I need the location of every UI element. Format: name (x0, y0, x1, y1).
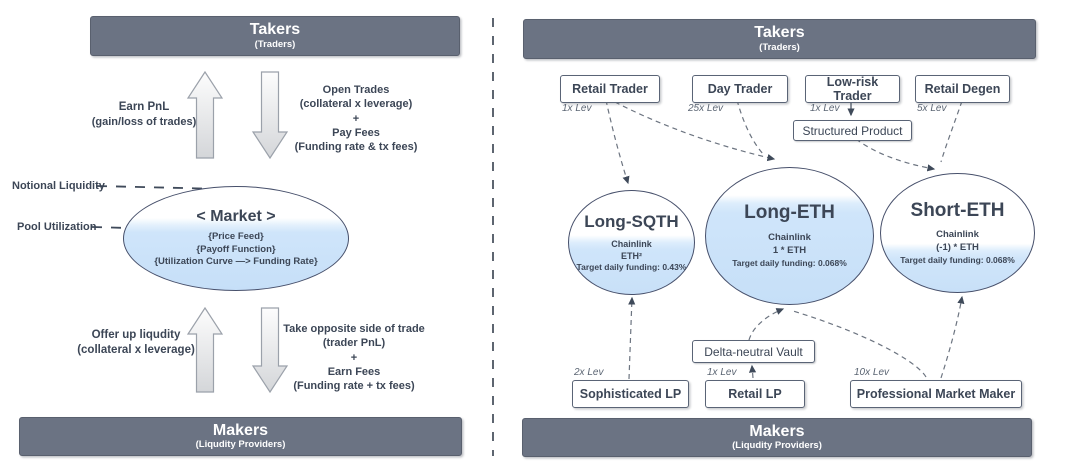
node-structured-product: Structured Product (793, 120, 912, 141)
edge-retail-degen-shorteth (940, 100, 963, 163)
long-sqth-payoff: ETH² (621, 250, 642, 261)
right-takers-bar: Takers (Traders) (523, 19, 1036, 59)
market-circle-long-sqth: Long-SQTH Chainlink ETH² Target daily fu… (568, 190, 695, 295)
long-eth-oracle: Chainlink (768, 232, 811, 244)
lev-retail-degen: 5x Lev (917, 103, 947, 114)
lev-retail-trader: 1x Lev (562, 103, 592, 114)
left-takers-title: Takers (249, 21, 301, 39)
short-eth-oracle: Chainlink (936, 228, 979, 240)
lev-sophisticated-lp: 2x Lev (574, 367, 604, 378)
node-professional-market-maker: Professional Market Maker (850, 380, 1022, 408)
left-makers-subtitle: (Liqudity Providers) (195, 439, 286, 451)
lev-retail-lp: 1x Lev (707, 367, 737, 378)
take-opposite-line2: (trader PnL) (322, 337, 386, 350)
open-trades-line3: + (352, 112, 360, 125)
earn-pnl-line2: (gain/loss of trades) (91, 115, 197, 128)
node-retail-degen: Retail Degen (915, 75, 1010, 103)
open-trades-line1: Open Trades (322, 84, 390, 96)
take-opposite-line1: Take opposite side of trade (283, 323, 425, 335)
down-block-arrow-bottom (251, 307, 289, 394)
take-opposite-line3: + (350, 351, 358, 364)
node-retail-lp: Retail LP (705, 380, 805, 408)
earn-pnl-line1: Earn PnL (118, 101, 170, 113)
long-sqth-oracle: Chainlink (611, 238, 652, 249)
right-makers-bar: Makers (Liqudity Providers) (522, 418, 1032, 457)
long-eth-funding: Target daily funding: 0.068% (732, 258, 847, 269)
right-takers-title: Takers (754, 24, 805, 42)
edge-structured-product-shorteth (855, 138, 936, 172)
short-eth-payoff: (-1) * ETH (936, 241, 979, 253)
market-line1: {Price Feed} (208, 230, 264, 242)
edge-day-trader-longeth (736, 99, 765, 156)
node-low-risk-trader: Low-risk Trader (805, 75, 900, 103)
pool-utilization-label: Pool Utilization (17, 221, 97, 233)
market-circle-long-eth: Long-ETH Chainlink 1 * ETH Target daily … (705, 167, 874, 305)
offer-liquidity-note: Offer up liqudity (collateral x leverage… (52, 328, 220, 358)
market-line3: {Utilization Curve —> Funding Rate} (154, 256, 318, 268)
market-circle-short-eth: Short-ETH Chainlink (-1) * ETH Target da… (880, 173, 1035, 293)
left-makers-title: Makers (212, 421, 269, 439)
right-makers-title: Makers (749, 422, 805, 440)
down-block-arrow-top (251, 71, 289, 160)
edge-pmm-longeth (792, 310, 927, 378)
right-takers-subtitle: (Traders) (759, 41, 800, 53)
up-block-arrow-top (186, 70, 224, 159)
take-opposite-line5: (Funding rate + tx fees) (293, 380, 415, 393)
left-takers-subtitle: (Traders) (254, 38, 296, 50)
market-title: < Market > (196, 207, 276, 225)
left-makers-bar: Makers (Liqudity Providers) (19, 417, 462, 456)
edge-retail-trader-longsqth (605, 99, 630, 185)
node-delta-neutral-vault: Delta-neutral Vault (692, 340, 815, 363)
lev-day-trader: 25x Lev (688, 103, 724, 114)
open-trades-line4: Pay Fees (332, 126, 380, 139)
node-sophisticated-lp: Sophisticated LP (572, 380, 689, 408)
short-eth-funding: Target daily funding: 0.068% (900, 254, 1015, 265)
short-eth-name: Short-ETH (910, 199, 1005, 221)
earn-pnl-note: Earn PnL (gain/loss of trades) (68, 100, 220, 129)
open-trades-line2: (collateral x leverage) (299, 98, 413, 111)
notional-liquidity-label: Notional Liquidity (12, 180, 105, 192)
up-block-arrow-bottom (186, 306, 224, 393)
right-makers-subtitle: (Liqudity Providers) (732, 440, 822, 452)
take-opposite-note: Take opposite side of trade (trader PnL)… (264, 322, 444, 393)
edge-sophisticated-lp-longsqth (628, 296, 636, 380)
offer-liquidity-line2: (collateral x leverage) (77, 343, 195, 356)
lev-pmm: 10x Lev (854, 367, 890, 378)
long-eth-name: Long-ETH (744, 202, 835, 224)
left-takers-bar: Takers (Traders) (90, 16, 460, 56)
take-opposite-line4: Earn Fees (327, 365, 381, 378)
long-eth-payoff: 1 * ETH (772, 245, 807, 257)
open-trades-note: Open Trades (collateral x leverage) + Pa… (277, 83, 435, 154)
edge-pmm-shorteth (940, 295, 965, 379)
lev-low-risk-trader: 1x Lev (810, 103, 840, 114)
edge-retail-lp-vault (748, 364, 757, 379)
edge-vault-longeth (748, 308, 785, 341)
node-retail-trader: Retail Trader (560, 75, 660, 103)
market-ellipse: < Market > {Price Feed} {Payoff Function… (123, 186, 349, 291)
market-line2: {Payoff Function} (196, 243, 276, 255)
notional-liquidity-line (96, 185, 225, 190)
long-sqth-name: Long-SQTH (584, 211, 679, 231)
offer-liquidity-line1: Offer up liqudity (91, 329, 181, 341)
long-sqth-funding: Target daily funding: 0.43% (576, 261, 687, 272)
node-day-trader: Day Trader (692, 75, 788, 103)
edge-retail-trader-longeth (614, 101, 776, 162)
open-trades-line5: (Funding rate & tx fees) (294, 141, 418, 154)
